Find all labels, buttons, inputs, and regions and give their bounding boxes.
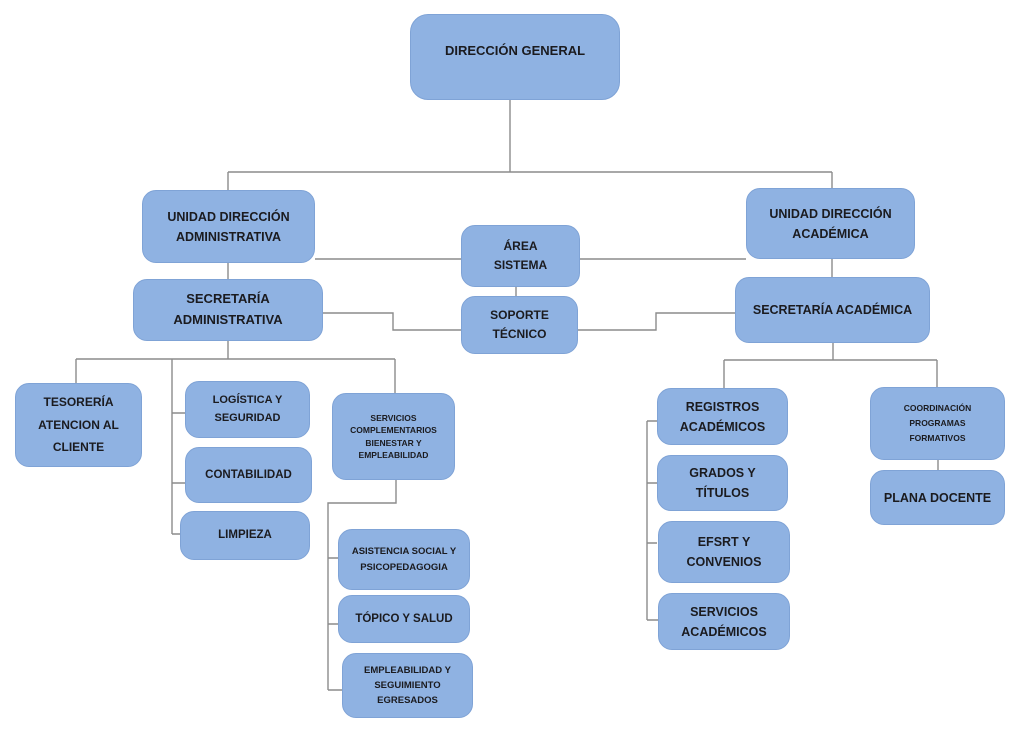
node-limpieza: LIMPIEZA xyxy=(180,511,310,560)
node-label: SERVICIOS ACADÉMICOS xyxy=(681,604,767,639)
node-label: DIRECCIÓN GENERAL xyxy=(444,42,586,58)
node-area-sistema: ÁREA SISTEMA xyxy=(461,225,580,287)
node-label: PLANA DOCENTE xyxy=(883,490,992,505)
node-secretaria-academica: SECRETARÍA ACADÉMICA xyxy=(735,277,930,343)
node-logistica-y-seguridad: LOGÍSTICA Y SEGURIDAD xyxy=(185,381,310,438)
node-label: EFSRT Y CONVENIOS xyxy=(686,535,762,569)
node-coordinacion-programas-formativos: COORDINACIÓN PROGRAMAS FORMATIVOS xyxy=(870,387,1005,460)
node-unidad-direccion-administrativa: UNIDAD DIRECCIÓN ADMINISTRATIVA xyxy=(142,190,315,263)
node-servicios-complementarios: SERVICIOS COMPLEMENTARIOS BIENESTAR Y EM… xyxy=(332,393,455,480)
node-label: SECRETARÍA ADMINISTRATIVA xyxy=(173,291,283,327)
node-servicios-academicos: SERVICIOS ACADÉMICOS xyxy=(658,593,790,650)
node-label: CONTABILIDAD xyxy=(205,468,292,481)
node-label: SECRETARÍA ACADÉMICA xyxy=(752,303,913,317)
node-soporte-tecnico: SOPORTE TÉCNICO xyxy=(461,296,578,354)
node-label: SOPORTE TÉCNICO xyxy=(490,307,549,341)
node-unidad-direccion-academica: UNIDAD DIRECCIÓN ACADÉMICA xyxy=(746,188,915,259)
node-registros-academicos: REGISTROS ACADÉMICOS xyxy=(657,388,788,445)
node-label: ÁREA SISTEMA xyxy=(493,238,548,272)
node-label: GRADOS Y TÍTULOS xyxy=(689,466,756,500)
node-label: TESORERÍA ATENCION AL CLIENTE xyxy=(38,394,119,455)
node-label: UNIDAD DIRECCIÓN ACADÉMICA xyxy=(769,206,892,241)
node-label: EMPLEABILIDAD Y SEGUIMIENTO EGRESADOS xyxy=(364,664,451,707)
node-label: COORDINACIÓN PROGRAMAS FORMATIVOS xyxy=(903,403,972,443)
node-label: TÓPICO Y SALUD xyxy=(355,612,453,625)
node-label: SERVICIOS COMPLEMENTARIOS BIENESTAR Y EM… xyxy=(350,412,437,460)
node-efsrt-y-convenios: EFSRT Y CONVENIOS xyxy=(658,521,790,583)
node-asistencia-social-psicopedagogia: ASISTENCIA SOCIAL Y PSICOPEDAGOGIA xyxy=(338,529,470,590)
node-direccion-general: DIRECCIÓN GENERAL xyxy=(410,14,620,100)
node-plana-docente: PLANA DOCENTE xyxy=(870,470,1005,525)
node-label: REGISTROS ACADÉMICOS xyxy=(679,399,766,434)
node-topico-y-salud: TÓPICO Y SALUD xyxy=(338,595,470,643)
node-empleabilidad-seguimiento-egresados: EMPLEABILIDAD Y SEGUIMIENTO EGRESADOS xyxy=(342,653,473,718)
node-label: ASISTENCIA SOCIAL Y PSICOPEDAGOGIA xyxy=(351,546,457,573)
node-label: UNIDAD DIRECCIÓN ADMINISTRATIVA xyxy=(167,209,290,244)
node-secretaria-administrativa: SECRETARÍA ADMINISTRATIVA xyxy=(133,279,323,341)
node-grados-y-titulos: GRADOS Y TÍTULOS xyxy=(657,455,788,511)
node-contabilidad: CONTABILIDAD xyxy=(185,447,312,503)
node-label: LOGÍSTICA Y SEGURIDAD xyxy=(212,393,283,424)
node-tesoreria-atencion-al-cliente: TESORERÍA ATENCION AL CLIENTE xyxy=(15,383,142,467)
node-label: LIMPIEZA xyxy=(218,529,272,542)
